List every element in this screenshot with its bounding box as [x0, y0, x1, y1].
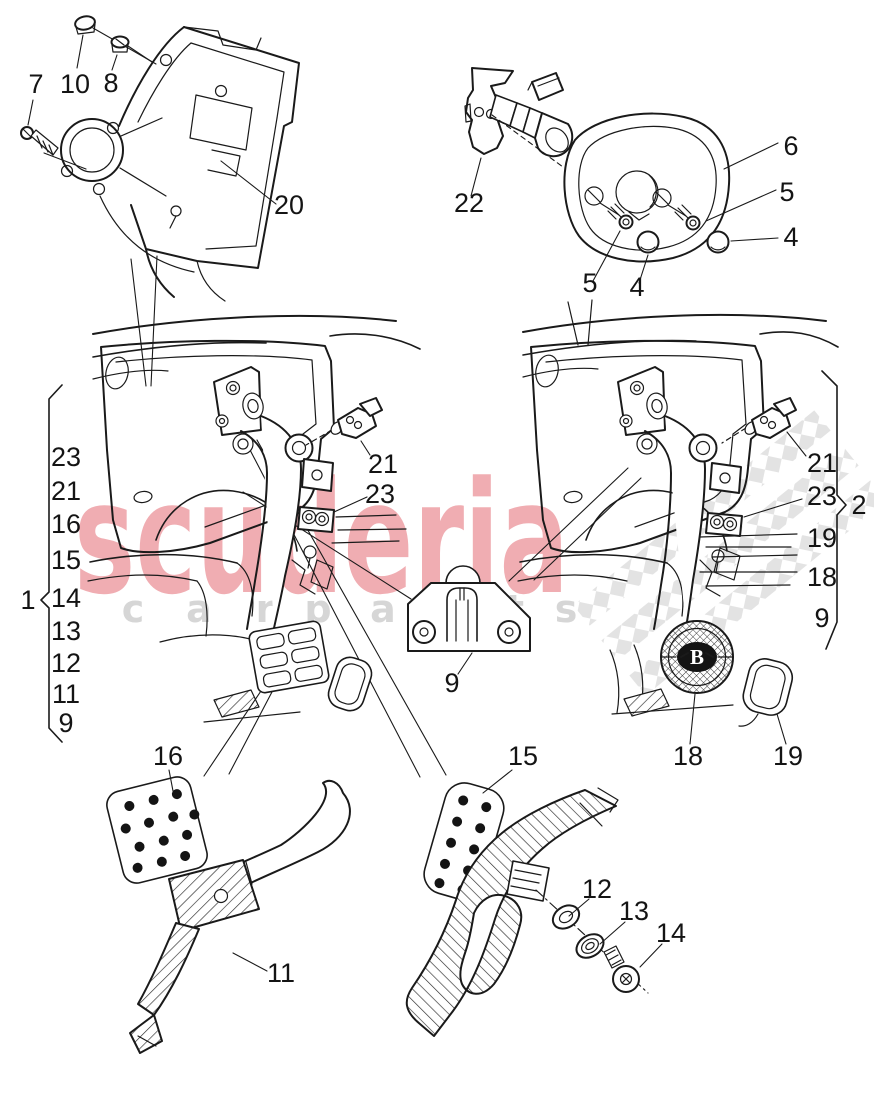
- watermark-letter: s: [555, 587, 578, 631]
- list-right-item: 21: [807, 448, 837, 478]
- leader-20: [220, 160, 277, 205]
- list-left-item: 12: [51, 648, 81, 678]
- callout-labels: 7 10 8 20 22 6 5 4 5 4 23 21 16 15 14 13…: [20, 68, 866, 988]
- right-assembly-pedals: [617, 366, 807, 745]
- callout-4-bottom: 4: [629, 272, 644, 302]
- list-right-item: 9: [814, 603, 829, 633]
- group-2-label: 2: [851, 490, 866, 520]
- leaders-top-right: [592, 142, 779, 284]
- list-left-item: 13: [51, 616, 81, 646]
- part-14-screw: [603, 943, 663, 993]
- watermark-letter: c: [122, 587, 145, 631]
- list-right-item: 19: [807, 523, 837, 553]
- list-right-item: 23: [807, 481, 837, 511]
- group-2-bracket: [821, 370, 847, 650]
- watermark-sub-letters: c a r p a r t s: [122, 587, 578, 631]
- part-13-spring-washer: [575, 921, 626, 959]
- group-1-label: 1: [20, 585, 35, 615]
- part-21-switch-left: [330, 397, 383, 439]
- callout-16: 16: [153, 741, 183, 771]
- part-16-pad: [106, 769, 208, 884]
- part-8-nut: [110, 35, 153, 71]
- callout-5-bottom: 5: [582, 268, 597, 298]
- callout-8: 8: [103, 68, 118, 98]
- part-21-switch-right: [744, 397, 797, 439]
- brake-pedal-pad: [248, 620, 330, 694]
- left-assembly-pedals: [213, 366, 407, 712]
- group-1-bracket: [40, 384, 63, 743]
- watermark-letter: r: [256, 587, 275, 631]
- callout-6: 6: [783, 131, 798, 161]
- callout-22: 22: [454, 188, 484, 218]
- accelerator-pedal-in-situ: [327, 656, 373, 712]
- watermark-letter: a: [186, 587, 212, 631]
- list-left-item: 9: [58, 708, 73, 738]
- list-right-item: 18: [807, 562, 837, 592]
- part-20-housing: [60, 26, 300, 302]
- callout-5-right: 5: [779, 177, 794, 207]
- callout-7: 7: [28, 69, 43, 99]
- part-11-pedal-arm: [129, 779, 351, 1054]
- callout-12: 12: [582, 874, 612, 904]
- part-5-screws: [607, 203, 701, 231]
- part-6-gasket: [563, 112, 731, 263]
- part-7-screw: [20, 99, 87, 170]
- bentley-pedal-pad: [660, 620, 734, 694]
- part-22-switch-unit: [464, 67, 574, 197]
- list-left-item: 21: [51, 476, 81, 506]
- callout-15: 15: [508, 741, 538, 771]
- watermark: scuderia c a r p a r t s: [74, 410, 874, 696]
- part-9-bracket: [407, 565, 531, 675]
- watermark-letter: a: [370, 587, 396, 631]
- part-12-washer: [551, 898, 590, 930]
- accelerator-arm-exploded: [405, 787, 619, 1037]
- callout-10: 10: [60, 69, 90, 99]
- callout-19: 19: [773, 741, 803, 771]
- part-4-caps: [636, 230, 730, 254]
- list-left-item: 15: [51, 545, 81, 575]
- callout-13: 13: [619, 896, 649, 926]
- callout-14: 14: [656, 918, 686, 948]
- callout-11: 11: [267, 958, 295, 988]
- callout-20: 20: [274, 190, 304, 220]
- callout-4-right: 4: [783, 222, 798, 252]
- callout-23-left: 23: [365, 479, 395, 509]
- list-left-item: 23: [51, 442, 81, 472]
- bentley-badge-letter: B: [690, 645, 704, 669]
- callout-9-center: 9: [444, 668, 459, 698]
- line-art: [20, 15, 847, 1054]
- list-left-item: 14: [51, 583, 81, 613]
- leader-lines-housing-to-assembly: [130, 255, 158, 387]
- accelerator-pedal-right: [742, 658, 794, 716]
- list-left-item: 16: [51, 509, 81, 539]
- callout-21-left: 21: [368, 449, 398, 479]
- list-left-item: 11: [52, 679, 80, 709]
- callout-18: 18: [673, 741, 703, 771]
